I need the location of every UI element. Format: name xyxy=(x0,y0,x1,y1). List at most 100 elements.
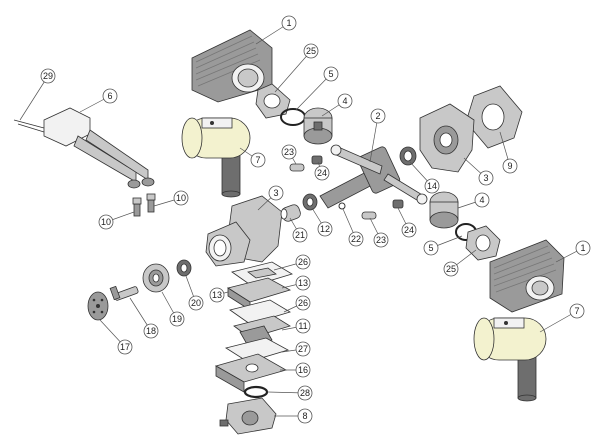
callout-c27: 27 xyxy=(295,341,311,357)
callout-c2: 2 xyxy=(370,108,386,124)
callout-c8: 8 xyxy=(297,408,313,424)
svg-text:4: 4 xyxy=(342,96,347,106)
svg-text:23: 23 xyxy=(376,235,386,245)
bearing-12 xyxy=(302,193,318,211)
gasket-bottom xyxy=(465,225,501,261)
callout-layer: 1 25 5 4 7 2 6 29 9 3 14 23 24 3 10 10 2… xyxy=(40,15,591,424)
needle-bearing-bottom xyxy=(392,199,404,209)
svg-text:11: 11 xyxy=(298,321,307,331)
callout-c10b: 10 xyxy=(173,190,189,206)
needle-bearing-top xyxy=(311,155,323,165)
callout-c29: 29 xyxy=(40,68,56,84)
svg-text:25: 25 xyxy=(446,264,456,274)
svg-text:28: 28 xyxy=(300,388,310,398)
svg-text:26: 26 xyxy=(298,298,308,308)
crankcase-left xyxy=(205,195,283,267)
svg-text:22: 22 xyxy=(351,234,361,244)
svg-text:26: 26 xyxy=(298,257,308,267)
bushing-21 xyxy=(280,204,301,222)
callout-c9: 9 xyxy=(502,158,518,174)
muffler-bottom xyxy=(473,317,547,402)
callout-c25b: 25 xyxy=(443,261,459,277)
callout-c23a: 23 xyxy=(281,144,297,160)
cylinder-bottom xyxy=(489,239,565,313)
callout-c23b: 23 xyxy=(373,232,389,248)
svg-text:13: 13 xyxy=(298,278,308,288)
callout-c6: 6 xyxy=(102,88,118,104)
piston-top xyxy=(303,107,333,145)
callout-c12: 12 xyxy=(317,221,333,237)
svg-text:21: 21 xyxy=(295,230,305,240)
callout-c25a: 25 xyxy=(303,43,319,59)
cylinder-top xyxy=(191,29,273,103)
piston-bottom xyxy=(429,191,459,229)
svg-text:17: 17 xyxy=(120,342,130,352)
reed-plate xyxy=(465,85,523,149)
svg-text:19: 19 xyxy=(172,314,182,324)
callout-c11: 11 xyxy=(295,318,311,334)
svg-text:7: 7 xyxy=(255,155,260,165)
svg-text:3: 3 xyxy=(273,188,278,198)
callout-c24b: 24 xyxy=(401,222,417,238)
callout-c1a: 1 xyxy=(281,15,297,31)
callout-c5b: 5 xyxy=(423,240,439,256)
carb-gasket-28 xyxy=(243,385,269,399)
svg-text:5: 5 xyxy=(328,69,333,79)
callout-c1b: 1 xyxy=(575,240,591,256)
callout-c17: 17 xyxy=(117,339,133,355)
svg-text:9: 9 xyxy=(507,161,512,171)
svg-text:13: 13 xyxy=(212,290,222,300)
svg-text:23: 23 xyxy=(284,147,294,157)
callout-c28: 28 xyxy=(297,385,313,401)
intake-gasket-26a xyxy=(231,261,293,287)
svg-text:12: 12 xyxy=(320,224,330,234)
callout-c5a: 5 xyxy=(323,66,339,82)
spark-plugs xyxy=(132,193,156,217)
svg-text:24: 24 xyxy=(317,168,327,178)
crankshaft xyxy=(319,144,428,209)
svg-text:29: 29 xyxy=(43,71,53,81)
crankcase-right xyxy=(419,103,475,173)
pin-clip xyxy=(338,202,346,210)
wrist-pin-top xyxy=(289,163,305,172)
callout-c10a: 10 xyxy=(98,214,114,230)
intake-gasket-26b xyxy=(229,299,291,325)
svg-text:27: 27 xyxy=(298,344,308,354)
callout-c3b: 3 xyxy=(268,185,284,201)
callout-c3a: 3 xyxy=(478,170,494,186)
svg-text:3: 3 xyxy=(483,173,488,183)
svg-text:5: 5 xyxy=(428,243,433,253)
svg-text:14: 14 xyxy=(427,181,437,191)
intake-gasket-27 xyxy=(224,337,290,363)
callout-c13b: 13 xyxy=(209,287,225,303)
wrist-pin-bottom xyxy=(361,211,377,220)
svg-text:25: 25 xyxy=(306,46,316,56)
callout-c19: 19 xyxy=(169,311,185,327)
exhaust-bracket xyxy=(13,107,155,189)
callout-c13a: 13 xyxy=(295,275,311,291)
svg-text:10: 10 xyxy=(176,193,186,203)
drive-washer-19 xyxy=(142,263,170,293)
bearing-14 xyxy=(399,146,417,166)
svg-text:10: 10 xyxy=(101,217,111,227)
callout-c7a: 7 xyxy=(250,152,266,168)
svg-text:18: 18 xyxy=(146,326,156,336)
svg-text:1: 1 xyxy=(286,18,291,28)
svg-text:8: 8 xyxy=(302,411,307,421)
callout-c4a: 4 xyxy=(337,93,353,109)
svg-text:1: 1 xyxy=(580,243,585,253)
muffler-top xyxy=(181,117,251,198)
callout-c18: 18 xyxy=(143,323,159,339)
prop-plate-17 xyxy=(87,291,109,321)
intake-manifold-16 xyxy=(214,353,288,393)
svg-text:24: 24 xyxy=(404,225,414,235)
callout-c20: 20 xyxy=(188,295,204,311)
svg-text:20: 20 xyxy=(191,298,201,308)
bearing-20 xyxy=(176,259,192,277)
gasket-top xyxy=(255,83,291,119)
callout-c26a: 26 xyxy=(295,254,311,270)
carburetor-8 xyxy=(219,397,277,435)
callout-c21: 21 xyxy=(292,227,308,243)
